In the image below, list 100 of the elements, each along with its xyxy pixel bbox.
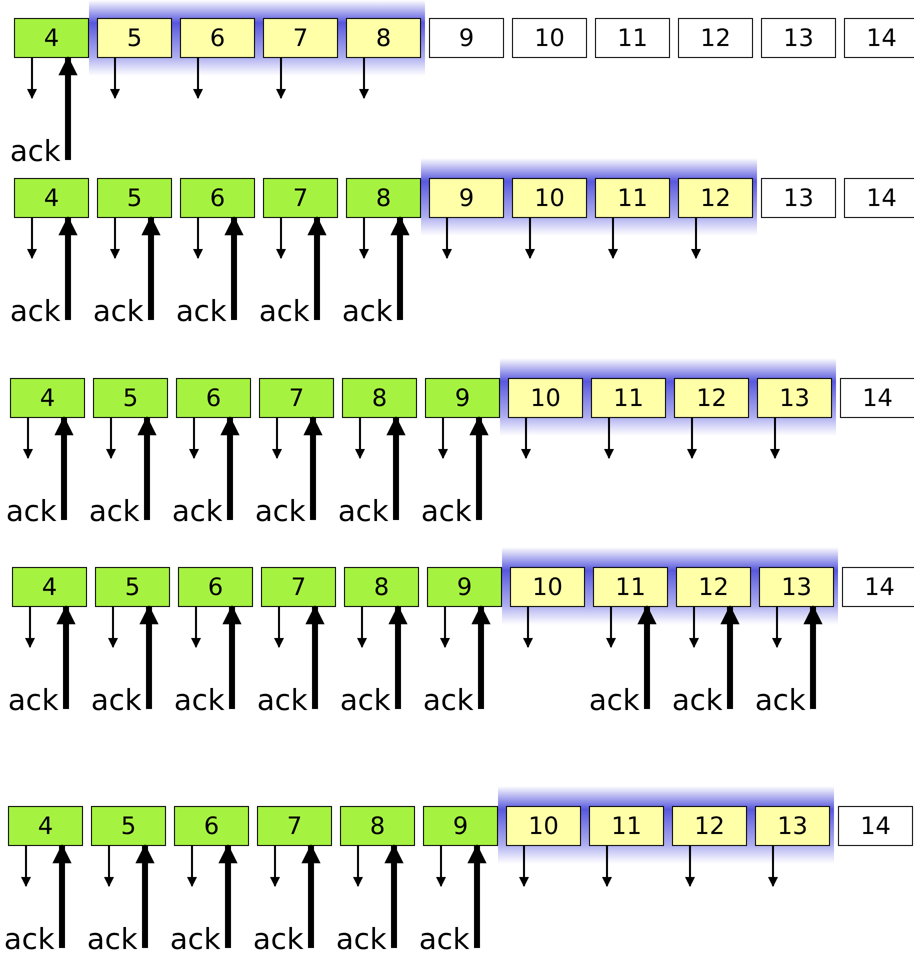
packet-box: 8	[342, 378, 417, 418]
send-arrow	[110, 218, 120, 259]
ack-arrow	[803, 605, 823, 709]
send-arrow	[768, 846, 778, 887]
packet-box: 10	[508, 378, 583, 418]
send-arrow	[187, 846, 197, 887]
ack-label: ack	[342, 294, 400, 328]
packet-box: 12	[674, 378, 749, 418]
send-arrow	[772, 607, 782, 648]
ack-arrow	[471, 605, 491, 709]
packet-box: 8	[344, 567, 419, 607]
send-arrow	[272, 418, 282, 459]
send-arrow	[438, 418, 448, 459]
send-arrow	[689, 607, 699, 648]
packet-box: 12	[672, 806, 747, 846]
packet-box: 13	[757, 378, 832, 418]
ack-arrow	[139, 605, 159, 709]
packet-box: 7	[257, 806, 332, 846]
packet-box: 11	[593, 567, 668, 607]
send-arrow	[104, 846, 114, 887]
ack-arrow	[141, 216, 161, 320]
send-arrow	[523, 607, 533, 648]
packet-box: 4	[12, 567, 87, 607]
ack-label: ack	[174, 683, 232, 717]
ack-arrow	[54, 416, 74, 520]
send-arrow	[440, 607, 450, 648]
send-arrow	[27, 58, 37, 99]
ack-arrow	[137, 416, 157, 520]
packet-box: 13	[761, 18, 836, 58]
ack-label: ack	[176, 294, 234, 328]
ack-arrow	[384, 844, 404, 948]
send-arrow	[193, 58, 203, 99]
packet-box: 14	[838, 806, 913, 846]
packet-box: 14	[844, 18, 914, 58]
send-arrow	[21, 846, 31, 887]
packet-box: 7	[263, 18, 338, 58]
ack-label: ack	[338, 494, 396, 528]
send-arrow	[608, 218, 618, 259]
ack-arrow	[58, 56, 78, 160]
ack-label: ack	[91, 683, 149, 717]
send-arrow	[27, 218, 37, 259]
send-arrow	[685, 846, 695, 887]
ack-label: ack	[253, 922, 311, 956]
packet-box: 10	[510, 567, 585, 607]
packet-box: 5	[93, 378, 168, 418]
send-arrow	[436, 846, 446, 887]
send-arrow	[274, 607, 284, 648]
ack-label: ack	[423, 683, 481, 717]
packet-box: 6	[176, 378, 251, 418]
packet-box: 12	[678, 178, 753, 218]
packet-box: 7	[259, 378, 334, 418]
ack-label: ack	[259, 294, 317, 328]
packet-box: 5	[97, 18, 172, 58]
send-arrow	[353, 846, 363, 887]
send-arrow	[276, 218, 286, 259]
send-arrow	[193, 218, 203, 259]
ack-arrow	[637, 605, 657, 709]
send-arrow	[521, 418, 531, 459]
ack-arrow	[305, 605, 325, 709]
send-arrow	[270, 846, 280, 887]
packet-box: 9	[423, 806, 498, 846]
send-arrow	[189, 418, 199, 459]
packet-box: 14	[840, 378, 914, 418]
ack-label: ack	[340, 683, 398, 717]
packet-box: 13	[761, 178, 836, 218]
ack-label: ack	[755, 683, 813, 717]
ack-arrow	[218, 844, 238, 948]
send-arrow	[606, 607, 616, 648]
ack-arrow	[56, 605, 76, 709]
packet-box: 5	[95, 567, 170, 607]
ack-arrow	[469, 416, 489, 520]
ack-label: ack	[419, 922, 477, 956]
packet-box: 11	[589, 806, 664, 846]
packet-box: 10	[506, 806, 581, 846]
ack-label: ack	[6, 494, 64, 528]
send-arrow	[687, 418, 697, 459]
send-arrow	[25, 607, 35, 648]
ack-label: ack	[336, 922, 394, 956]
ack-label: ack	[89, 494, 147, 528]
packet-box: 9	[429, 178, 504, 218]
packet-box: 8	[340, 806, 415, 846]
ack-arrow	[467, 844, 487, 948]
packet-box: 14	[842, 567, 914, 607]
ack-arrow	[52, 844, 72, 948]
packet-box: 10	[512, 178, 587, 218]
packet-box: 4	[14, 178, 89, 218]
ack-label: ack	[87, 922, 145, 956]
ack-label: ack	[257, 683, 315, 717]
packet-box: 8	[346, 178, 421, 218]
ack-arrow	[220, 416, 240, 520]
packet-box: 9	[425, 378, 500, 418]
packet-box: 4	[8, 806, 83, 846]
ack-arrow	[307, 216, 327, 320]
packet-box: 6	[178, 567, 253, 607]
ack-arrow	[58, 216, 78, 320]
ack-arrow	[224, 216, 244, 320]
ack-label: ack	[172, 494, 230, 528]
packet-box: 12	[678, 18, 753, 58]
packet-box: 4	[14, 18, 89, 58]
ack-label: ack	[170, 922, 228, 956]
